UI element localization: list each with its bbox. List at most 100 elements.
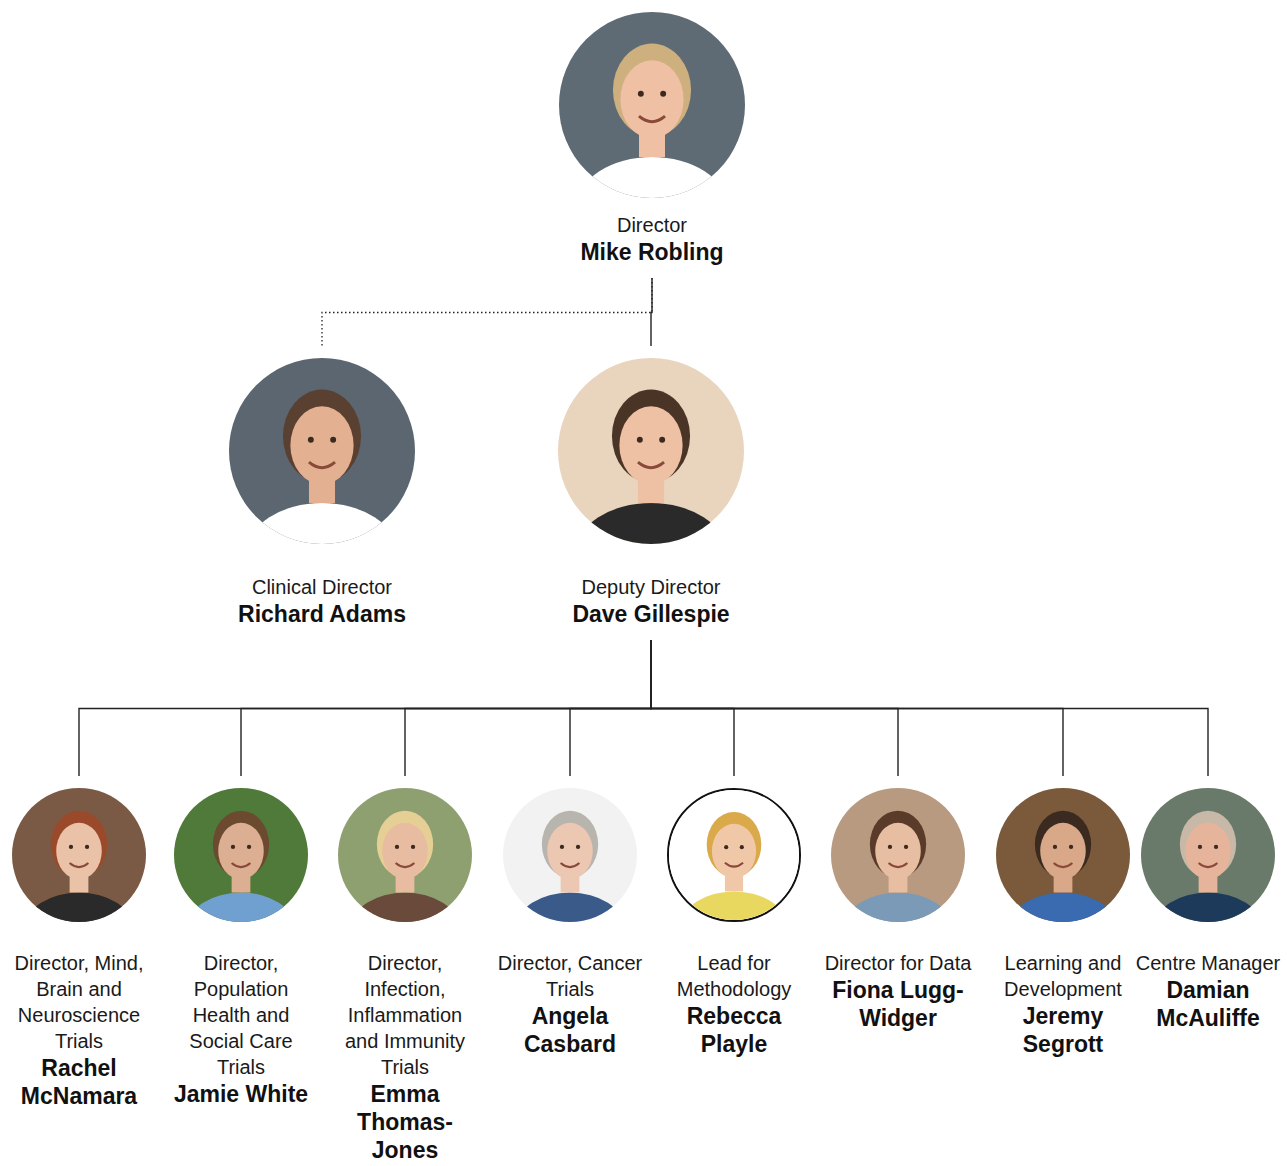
portrait-smile	[232, 863, 251, 867]
portrait-figure	[669, 790, 799, 920]
reporting-line	[651, 640, 1208, 776]
person-name: Rebecca Playle	[659, 1002, 809, 1058]
person-name: Rachel McNamara	[4, 1054, 154, 1110]
portrait-eye	[330, 437, 336, 443]
portrait-figure	[503, 788, 637, 922]
portrait-face	[712, 824, 756, 879]
portrait-photo	[338, 788, 472, 922]
portrait-eye	[560, 845, 564, 849]
portrait-eye	[1214, 845, 1218, 849]
portrait-smile	[70, 863, 89, 867]
person-card: Learning and DevelopmentJeremy Segrott	[988, 788, 1138, 1058]
person-name: Damian McAuliffe	[1133, 976, 1283, 1032]
portrait-eye	[395, 845, 399, 849]
portrait-shoulders	[248, 503, 397, 544]
person-card: Director, Mind, Brain and Neuroscience T…	[4, 788, 154, 1110]
person-name: Fiona Lugg-Widger	[823, 976, 973, 1032]
portrait-shoulders	[577, 503, 726, 544]
portrait-eye	[1053, 845, 1057, 849]
portrait-smile	[1199, 863, 1218, 867]
portrait-face	[547, 823, 593, 879]
portrait-photo	[558, 358, 744, 544]
portrait-figure	[996, 788, 1130, 922]
portrait-figure	[558, 358, 744, 544]
portrait-photo	[12, 788, 146, 922]
portrait-eye	[308, 437, 314, 443]
portrait-figure	[831, 788, 965, 922]
portrait-shoulders	[844, 893, 951, 922]
portrait-smile	[638, 462, 664, 468]
person-card: Clinical DirectorRichard Adams	[192, 358, 452, 628]
portrait-figure	[1141, 788, 1275, 922]
person-card: Lead for MethodologyRebecca Playle	[659, 788, 809, 1058]
portrait-figure	[559, 12, 745, 198]
portrait-eye	[904, 845, 908, 849]
portrait-shoulders	[1009, 893, 1116, 922]
portrait-photo	[559, 12, 745, 198]
portrait-eye	[1069, 845, 1073, 849]
role-title: Deputy Director	[521, 574, 781, 600]
portrait-eye	[724, 845, 728, 849]
person-name: Dave Gillespie	[521, 600, 781, 628]
portrait-face	[619, 406, 682, 484]
role-title: Centre Manager	[1133, 950, 1283, 976]
portrait-photo	[1141, 788, 1275, 922]
person-name: Angela Casbard	[495, 1002, 645, 1058]
portrait-face	[875, 823, 921, 879]
portrait-face	[1040, 823, 1086, 879]
portrait-shoulders	[516, 893, 623, 922]
person-card: Deputy DirectorDave Gillespie	[521, 358, 781, 628]
person-name: Jeremy Segrott	[988, 1002, 1138, 1058]
portrait-shoulders	[578, 157, 727, 198]
role-title: Director, Cancer Trials	[495, 950, 645, 1002]
person-name: Richard Adams	[192, 600, 452, 628]
portrait-smile	[1054, 863, 1073, 867]
portrait-smile	[396, 863, 415, 867]
person-name: Emma Thomas-Jones	[330, 1080, 480, 1164]
person-name: Jamie White	[166, 1080, 316, 1108]
role-title: Director, Mind, Brain and Neuroscience T…	[4, 950, 154, 1054]
person-name: Mike Robling	[522, 238, 782, 266]
portrait-photo	[667, 788, 801, 922]
portrait-photo	[503, 788, 637, 922]
portrait-face	[218, 823, 264, 879]
portrait-eye	[247, 845, 251, 849]
role-title: Director, Infection, Inflammation and Im…	[330, 950, 480, 1080]
portrait-shoulders	[25, 893, 132, 922]
portrait-eye	[888, 845, 892, 849]
portrait-eye	[637, 437, 643, 443]
portrait-figure	[12, 788, 146, 922]
person-card: Director, Cancer TrialsAngela Casbard	[495, 788, 645, 1058]
dotted-reporting-line	[322, 278, 652, 346]
portrait-shoulders	[682, 891, 786, 920]
portrait-eye	[231, 845, 235, 849]
portrait-eye	[576, 845, 580, 849]
role-title: Director, Population Health and Social C…	[166, 950, 316, 1080]
reporting-line	[570, 640, 651, 776]
role-title: Learning and Development	[988, 950, 1138, 1002]
reporting-line	[79, 640, 651, 776]
portrait-photo	[174, 788, 308, 922]
role-title: Lead for Methodology	[659, 950, 809, 1002]
portrait-eye	[69, 845, 73, 849]
person-card: Director, Infection, Inflammation and Im…	[330, 788, 480, 1164]
portrait-eye	[85, 845, 89, 849]
reporting-line	[651, 278, 652, 346]
portrait-eye	[1198, 845, 1202, 849]
portrait-figure	[229, 358, 415, 544]
portrait-photo	[229, 358, 415, 544]
person-card: Director for DataFiona Lugg-Widger	[823, 788, 973, 1032]
person-card: Director, Population Health and Social C…	[166, 788, 316, 1108]
portrait-eye	[740, 845, 744, 849]
portrait-face	[290, 406, 353, 484]
portrait-smile	[889, 863, 908, 867]
role-title: Clinical Director	[192, 574, 452, 600]
portrait-face	[382, 823, 428, 879]
portrait-smile	[561, 863, 580, 867]
portrait-smile	[309, 462, 335, 468]
reporting-line	[405, 640, 651, 776]
person-card: Centre ManagerDamian McAuliffe	[1133, 788, 1283, 1032]
portrait-eye	[411, 845, 415, 849]
portrait-figure	[338, 788, 472, 922]
